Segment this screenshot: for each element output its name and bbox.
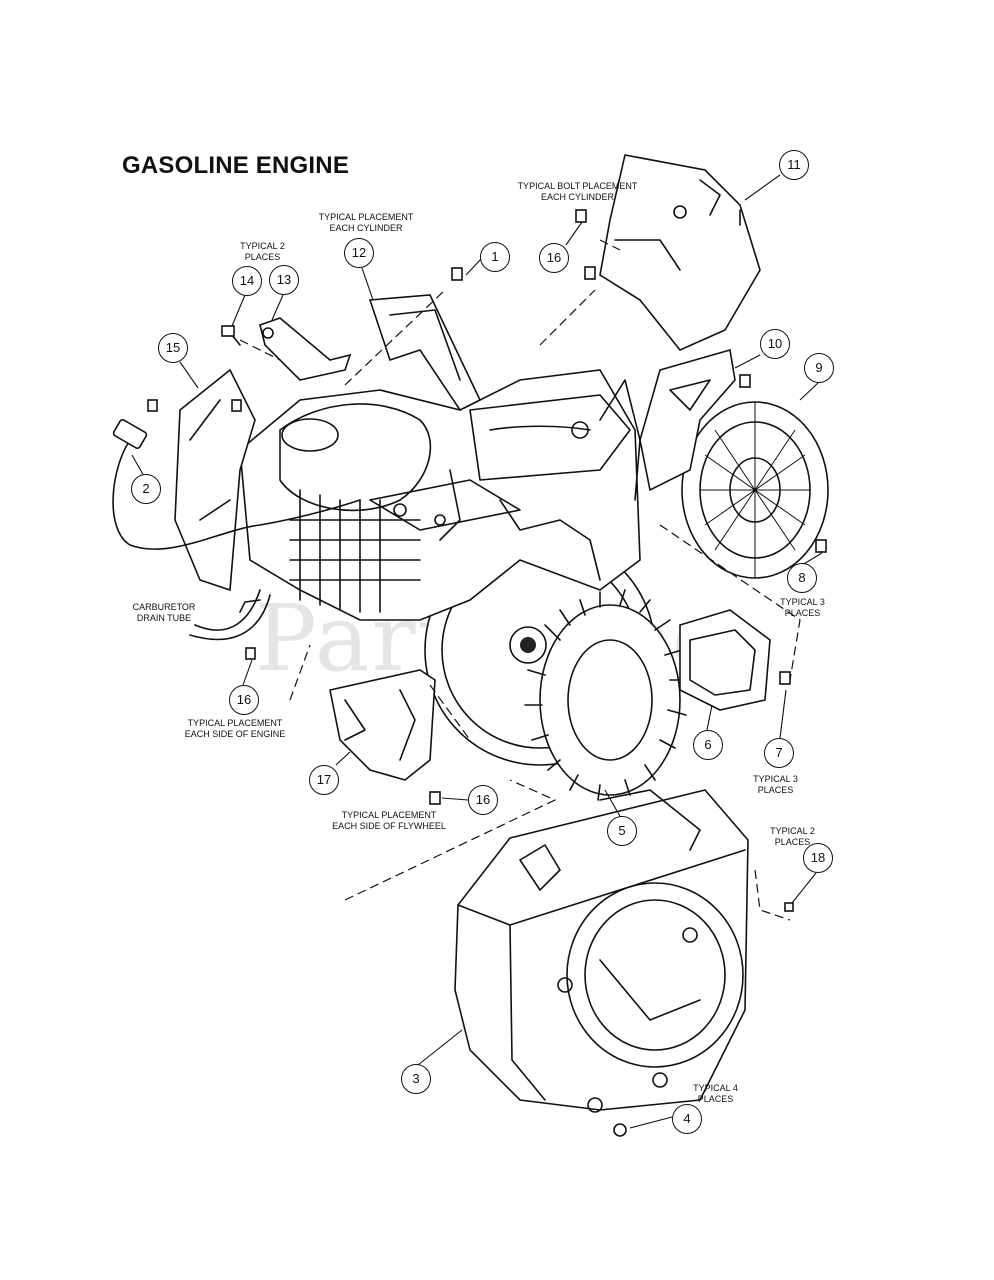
head-shield-11-drawing [599, 154, 761, 351]
note-line: PLACES [244, 252, 281, 262]
callout-5: 5 [607, 816, 637, 846]
note-line: EACH CYLINDER [540, 192, 614, 202]
cylinder-shield-17-drawing [329, 669, 436, 781]
note-side-flywheel: TYPICAL PLACEMENT EACH SIDE OF FLYWHEEL [324, 810, 454, 832]
note-line: PLACES [757, 785, 794, 795]
note-line: PLACES [784, 608, 821, 618]
note-four-places: TYPICAL 4 PLACES [683, 1083, 748, 1105]
note-line: TYPICAL PLACEMENT [341, 810, 437, 820]
callout-11: 11 [779, 150, 809, 180]
screen-9-drawing [681, 401, 829, 579]
note-line: TYPICAL 2 [240, 241, 285, 251]
note-line: EACH SIDE OF FLYWHEEL [332, 821, 446, 831]
callout-3: 3 [401, 1064, 431, 1094]
callout-2: 2 [131, 474, 161, 504]
note-line: TYPICAL 3 [780, 597, 825, 607]
shield-12-drawing [368, 294, 482, 412]
shroud-6-drawing [679, 609, 771, 711]
bracket-13-drawing [221, 317, 352, 381]
note-two-places-top: TYPICAL 2 PLACES [230, 241, 295, 263]
callout-14: 14 [232, 266, 262, 296]
note-line: EACH SIDE OF ENGINE [184, 729, 286, 739]
note-three-places-8: TYPICAL 3 PLACES [770, 597, 835, 619]
note-line: EACH CYLINDER [329, 223, 403, 233]
note-line: TYPICAL 3 [753, 774, 798, 784]
leader-lines [131, 174, 823, 1129]
drain-tube-drawing [189, 589, 271, 641]
diagram-title: GASOLINE ENGINE [122, 152, 350, 179]
callout-17: 17 [309, 765, 339, 795]
callout-12: 12 [344, 238, 374, 268]
note-line: PLACES [697, 1094, 734, 1104]
callout-13: 13 [269, 265, 299, 295]
note-carb-drain: CARBURETOR DRAIN TUBE [124, 602, 204, 624]
note-line: PLACES [774, 837, 811, 847]
callout-8: 8 [787, 563, 817, 593]
plate-10-drawing [639, 348, 736, 492]
fan-drawing [524, 589, 689, 801]
callout-15: 15 [158, 333, 188, 363]
callout-1: 1 [480, 242, 510, 272]
note-three-places-7: TYPICAL 3 PLACES [743, 774, 808, 796]
callout-7: 7 [764, 738, 794, 768]
note-line: TYPICAL BOLT PLACEMENT [517, 181, 638, 191]
fasteners [147, 209, 827, 1137]
callout-10: 10 [760, 329, 790, 359]
spark-plug-wire-drawing [112, 419, 361, 550]
blower-housing-drawing [454, 789, 749, 1113]
note-two-places-18: TYPICAL 2 PLACES [760, 826, 825, 848]
note-line: TYPICAL PLACEMENT [187, 718, 283, 728]
callout-6: 6 [693, 730, 723, 760]
note-line: CARBURETOR [132, 602, 196, 612]
callout-16-bottom: 16 [468, 785, 498, 815]
note-placement-cylinder: TYPICAL PLACEMENT EACH CYLINDER [311, 212, 421, 234]
shroud-15-drawing [174, 368, 256, 592]
callout-18: 18 [803, 843, 833, 873]
callout-4: 4 [672, 1104, 702, 1134]
callout-16-top: 16 [539, 243, 569, 273]
callout-16-left: 16 [229, 685, 259, 715]
note-line: TYPICAL PLACEMENT [318, 212, 414, 222]
note-bolt-placement: TYPICAL BOLT PLACEMENT EACH CYLINDER [510, 181, 645, 203]
note-line: DRAIN TUBE [136, 613, 192, 623]
note-line: TYPICAL 2 [770, 826, 815, 836]
assembly-lines [239, 239, 801, 921]
note-side-engine: TYPICAL PLACEMENT EACH SIDE OF ENGINE [175, 718, 295, 740]
note-line: TYPICAL 4 [693, 1083, 738, 1093]
engine-body-drawing [239, 369, 641, 621]
callout-9: 9 [804, 353, 834, 383]
